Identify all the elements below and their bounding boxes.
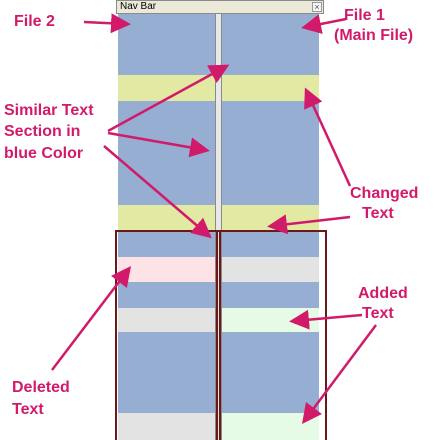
placeholder-line-right bbox=[222, 257, 319, 282]
nav-bar-window: Nav Bar × bbox=[116, 0, 324, 14]
added-text-label-line2: Text bbox=[362, 305, 394, 322]
changed-line-right bbox=[222, 75, 319, 101]
deleted-text-label-line2: Text bbox=[12, 401, 44, 418]
changed-line-right bbox=[222, 205, 319, 231]
deleted-line-left bbox=[118, 257, 215, 282]
file-1-main-pane[interactable] bbox=[222, 14, 319, 440]
changed-line-left bbox=[118, 205, 215, 231]
file-2-pane[interactable] bbox=[118, 14, 215, 440]
deleted-text-label-line1: Deleted bbox=[12, 379, 70, 396]
placeholder-line-left bbox=[118, 413, 215, 440]
placeholder-line-left bbox=[118, 308, 215, 332]
changed-text-label-line2: Text bbox=[362, 205, 394, 222]
added-text-label-line1: Added bbox=[358, 285, 408, 302]
main-file-label: (Main File) bbox=[334, 27, 414, 44]
nav-bar-title: Nav Bar bbox=[120, 1, 157, 12]
changed-line-left bbox=[118, 75, 215, 101]
changed-text-label-line1: Changed bbox=[350, 185, 419, 202]
similar-text-label-line3: blue Color bbox=[4, 145, 84, 162]
pane-divider[interactable] bbox=[215, 14, 222, 440]
similar-text-label-line2: Section in bbox=[4, 123, 81, 140]
file-1-label: File 1 bbox=[344, 7, 385, 24]
similar-text-label-line1: Similar Text bbox=[4, 102, 94, 119]
arrow-deleted bbox=[51, 266, 132, 371]
added-line-right bbox=[222, 413, 319, 440]
file-2-label: File 2 bbox=[14, 13, 55, 30]
close-icon[interactable]: × bbox=[312, 2, 322, 12]
added-line-right bbox=[222, 308, 319, 332]
